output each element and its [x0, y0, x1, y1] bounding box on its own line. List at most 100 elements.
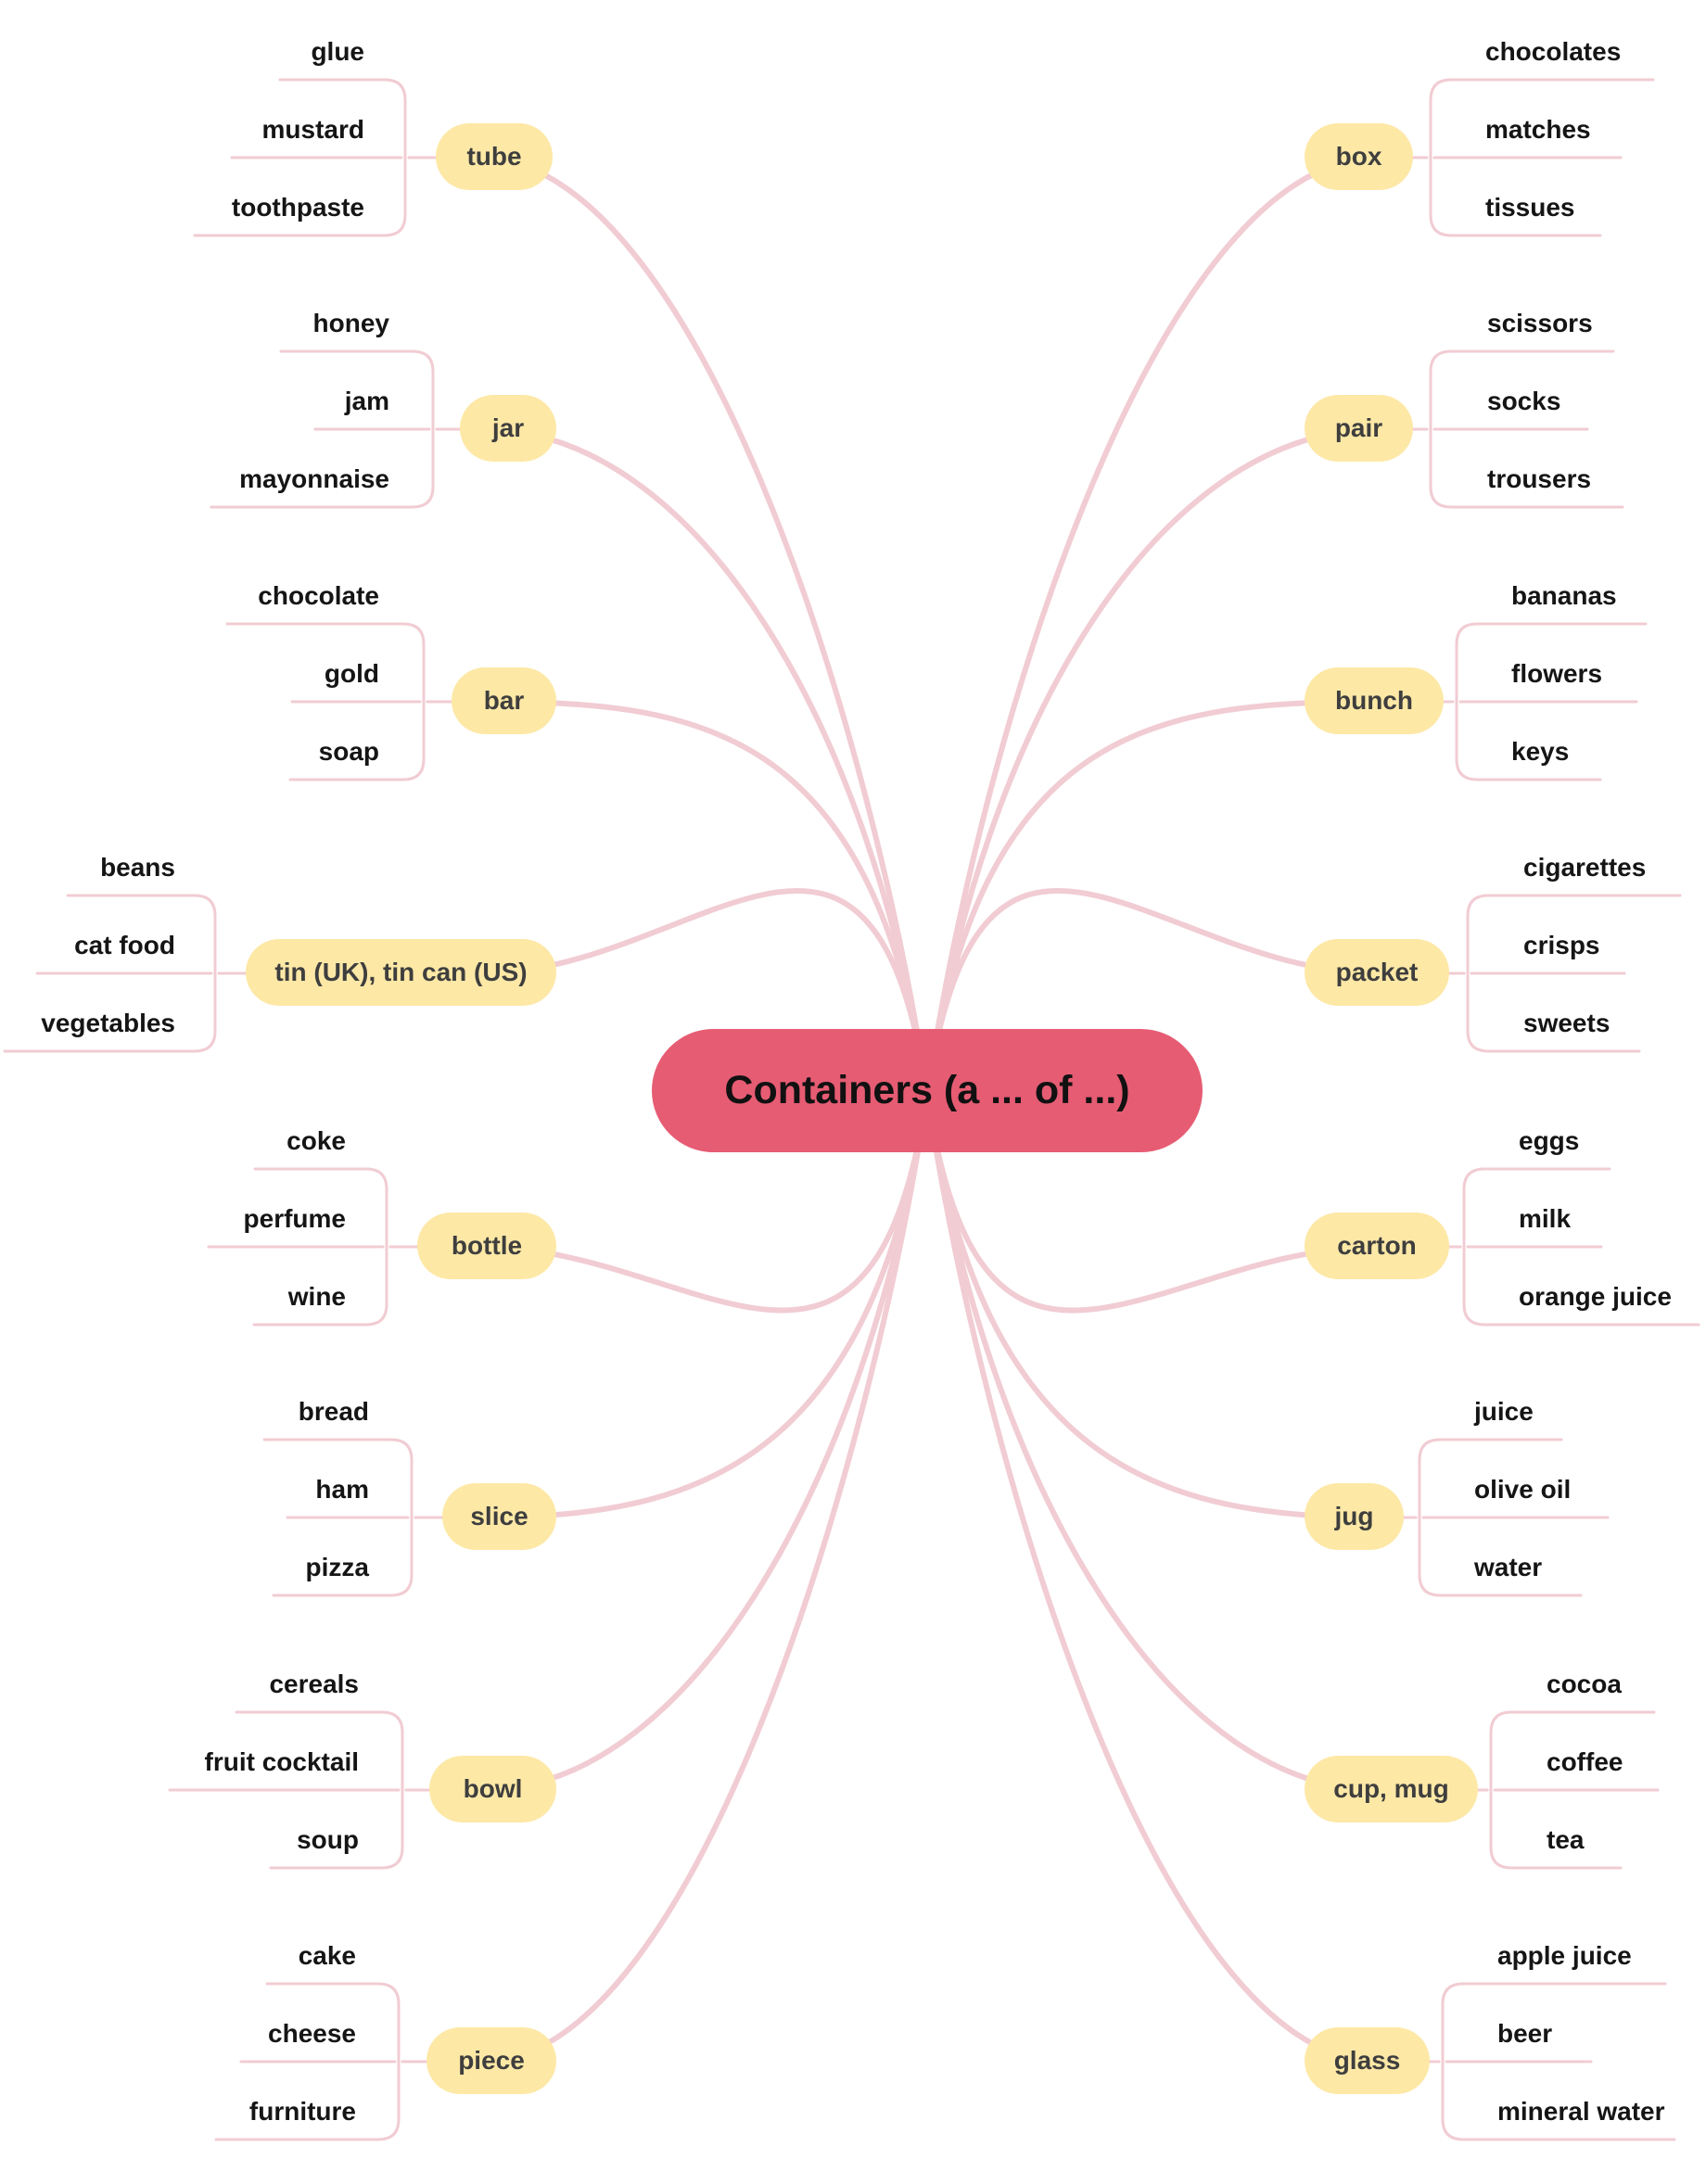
leaf-connector — [1441, 2060, 1676, 2141]
branch-carton[interactable]: carton — [1305, 1213, 1449, 1279]
branch-connector — [924, 1091, 1381, 1520]
leaf-tube-toothpaste[interactable]: toothpaste — [231, 193, 364, 222]
leaf-jug-juice[interactable]: juice — [1474, 1397, 1534, 1426]
leaf-box-matches[interactable]: matches — [1485, 115, 1591, 144]
leaf-packet-crisps[interactable]: crisps — [1523, 931, 1600, 959]
leaf-jar-mayonnaise[interactable]: mayonnaise — [239, 464, 389, 493]
leaf-connector — [1418, 1516, 1583, 1597]
leaf-connector — [1429, 349, 1615, 431]
leaf-cup-mug-coffee[interactable]: coffee — [1547, 1747, 1623, 1776]
leaf-packet-cigarettes[interactable]: cigarettes — [1523, 853, 1647, 882]
leaf-bar-gold[interactable]: gold — [324, 659, 379, 688]
leaf-connector — [3, 971, 217, 1053]
leaf-carton-milk[interactable]: milk — [1519, 1204, 1572, 1233]
branch-bunch[interactable]: bunch — [1305, 667, 1444, 734]
leaf-box-tissues[interactable]: tissues — [1485, 193, 1575, 222]
leaf-pair-trousers[interactable]: trousers — [1487, 464, 1592, 493]
branch-bar[interactable]: bar — [452, 667, 556, 734]
leaf-bar-soap[interactable]: soap — [318, 737, 379, 766]
branch-pair[interactable]: pair — [1305, 395, 1413, 462]
leaf-connector — [1466, 971, 1641, 1053]
leaf-pair-socks[interactable]: socks — [1487, 387, 1561, 415]
branch-connector — [479, 1091, 930, 1793]
branch-connector — [924, 888, 1381, 1097]
leaf-connector — [1441, 1982, 1667, 2063]
branch-bottle[interactable]: bottle — [417, 1213, 556, 1279]
leaf-glass-apple-juice[interactable]: apple juice — [1497, 1941, 1632, 1970]
leaf-connector — [1489, 1710, 1656, 1792]
leaf-connector — [1462, 1245, 1700, 1327]
branch-jug[interactable]: jug — [1305, 1483, 1404, 1550]
branch-tube[interactable]: tube — [436, 123, 553, 190]
leaf-connector — [1462, 1167, 1611, 1249]
branch-connector — [924, 155, 1381, 1097]
branch-connector — [476, 155, 930, 1097]
leaf-bottle-perfume[interactable]: perfume — [243, 1204, 346, 1233]
branch-connector — [924, 1091, 1381, 2064]
branch-box[interactable]: box — [1305, 123, 1413, 190]
branch-jar[interactable]: jar — [460, 395, 556, 462]
leaf-tube-glue[interactable]: glue — [311, 37, 364, 66]
leaf-tin-uk-tin-can-us-cat-food[interactable]: cat food — [74, 931, 175, 959]
leaf-connector — [1455, 700, 1602, 781]
branch-packet[interactable]: packet — [1305, 939, 1449, 1006]
branch-cup-mug[interactable]: cup, mug — [1305, 1756, 1478, 1822]
branch-connector — [924, 1091, 1381, 1314]
leaf-connector — [214, 2060, 401, 2141]
leaf-carton-eggs[interactable]: eggs — [1519, 1126, 1580, 1155]
leaf-jug-water[interactable]: water — [1474, 1553, 1543, 1581]
leaf-tin-uk-tin-can-us-vegetables[interactable]: vegetables — [41, 1009, 175, 1037]
branch-connector — [924, 1091, 1381, 1793]
leaf-connector — [225, 622, 426, 704]
branch-connector — [479, 699, 930, 1097]
leaf-jar-jam[interactable]: jam — [344, 387, 389, 415]
leaf-connector — [252, 1245, 388, 1327]
branch-glass[interactable]: glass — [1305, 2027, 1430, 2094]
leaf-connector — [1455, 622, 1648, 704]
leaf-cup-mug-cocoa[interactable]: cocoa — [1547, 1670, 1622, 1698]
leaf-connector — [1429, 156, 1602, 237]
leaf-packet-sweets[interactable]: sweets — [1523, 1009, 1611, 1037]
leaf-slice-ham[interactable]: ham — [315, 1475, 369, 1504]
branch-connector — [924, 699, 1381, 1097]
leaf-bottle-wine[interactable]: wine — [287, 1282, 346, 1311]
leaf-bowl-soup[interactable]: soup — [297, 1825, 359, 1854]
leaf-bowl-cereals[interactable]: cereals — [269, 1670, 359, 1698]
leaf-tin-uk-tin-can-us-beans[interactable]: beans — [100, 853, 175, 882]
leaf-piece-cheese[interactable]: cheese — [268, 2019, 356, 2048]
leaf-glass-mineral-water[interactable]: mineral water — [1497, 2097, 1665, 2126]
branch-connector — [479, 1091, 930, 2064]
branch-connector — [924, 426, 1381, 1097]
leaf-jug-olive-oil[interactable]: olive oil — [1474, 1475, 1572, 1504]
leaf-connector — [279, 349, 435, 431]
leaf-tube-mustard[interactable]: mustard — [261, 115, 364, 144]
branch-bowl[interactable]: bowl — [429, 1756, 556, 1822]
leaf-glass-beer[interactable]: beer — [1497, 2019, 1553, 2048]
leaf-pair-scissors[interactable]: scissors — [1487, 309, 1593, 337]
leaf-jar-honey[interactable]: honey — [312, 309, 389, 337]
leaf-connector — [1466, 894, 1682, 975]
leaf-bunch-keys[interactable]: keys — [1511, 737, 1570, 766]
leaf-piece-cake[interactable]: cake — [298, 1941, 356, 1970]
leaf-connector — [265, 1982, 401, 2063]
leaf-piece-furniture[interactable]: furniture — [248, 2097, 356, 2126]
branch-piece[interactable]: piece — [426, 2027, 556, 2094]
branch-slice[interactable]: slice — [442, 1483, 556, 1550]
leaf-connector — [1429, 78, 1655, 159]
leaf-bar-chocolate[interactable]: chocolate — [258, 581, 379, 610]
leaf-box-chocolates[interactable]: chocolates — [1485, 37, 1622, 66]
leaf-bottle-coke[interactable]: coke — [286, 1126, 346, 1155]
leaf-slice-bread[interactable]: bread — [298, 1397, 369, 1426]
leaf-connector — [1418, 1438, 1563, 1519]
leaf-cup-mug-tea[interactable]: tea — [1547, 1825, 1585, 1854]
leaf-carton-orange-juice[interactable]: orange juice — [1519, 1282, 1672, 1311]
leaf-bunch-flowers[interactable]: flowers — [1511, 659, 1603, 688]
branch-tin-uk-tin-can-us[interactable]: tin (UK), tin can (US) — [246, 939, 556, 1006]
central-topic[interactable]: Containers (a ... of ...) — [652, 1029, 1203, 1152]
leaf-connector — [253, 1167, 388, 1249]
leaf-bunch-bananas[interactable]: bananas — [1511, 581, 1617, 610]
leaf-bowl-fruit-cocktail[interactable]: fruit cocktail — [204, 1747, 359, 1776]
leaf-slice-pizza[interactable]: pizza — [305, 1553, 369, 1581]
